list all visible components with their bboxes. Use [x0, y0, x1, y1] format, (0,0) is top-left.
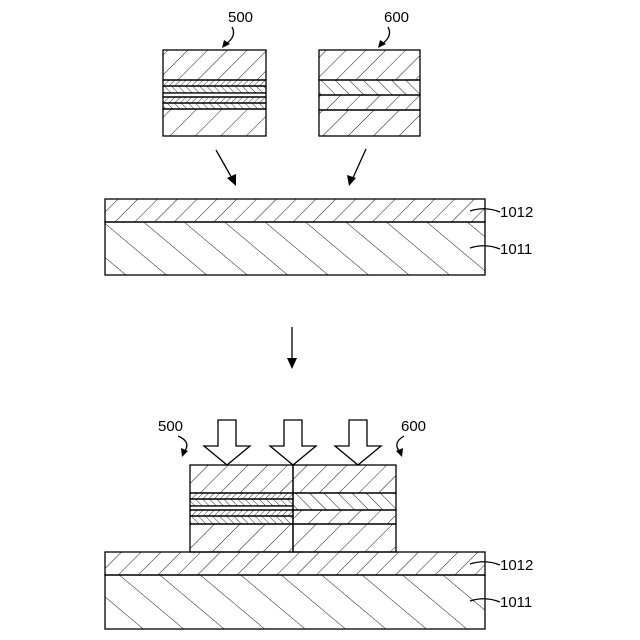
label-1012-bottom: 1012: [500, 557, 533, 574]
leader-500-top: [226, 27, 234, 44]
leader-500-bottom-arrowhead: [181, 448, 188, 457]
arrow-600-to-substrate-head: [347, 175, 356, 186]
chip-500-bottom: [190, 465, 293, 552]
label-1011-bottom: 1011: [500, 594, 532, 611]
label-1011-top: 1011: [500, 241, 532, 258]
label-1012-top: 1012: [500, 204, 533, 221]
label-500-bottom: 500: [158, 418, 183, 435]
label-500-top: 500: [228, 9, 253, 26]
leader-600-bottom-arrowhead: [396, 448, 403, 457]
chip-500-top: [163, 50, 266, 136]
press-arrow-middle: [270, 420, 316, 465]
arrow-500-to-substrate: [216, 150, 233, 180]
substrate-bottom: [105, 552, 485, 629]
leader-600-top: [382, 27, 390, 44]
label-600-top: 600: [384, 9, 409, 26]
press-arrow-right: [335, 420, 381, 465]
label-600-bottom: 600: [401, 418, 426, 435]
arrow-500-to-substrate-head: [227, 174, 236, 186]
press-arrow-left: [204, 420, 250, 465]
chip-600-top: [319, 50, 420, 136]
chip-600-bottom: [293, 465, 396, 552]
arrow-600-to-substrate: [352, 149, 366, 180]
process-arrow-head: [287, 358, 297, 369]
substrate-top: [105, 199, 485, 275]
